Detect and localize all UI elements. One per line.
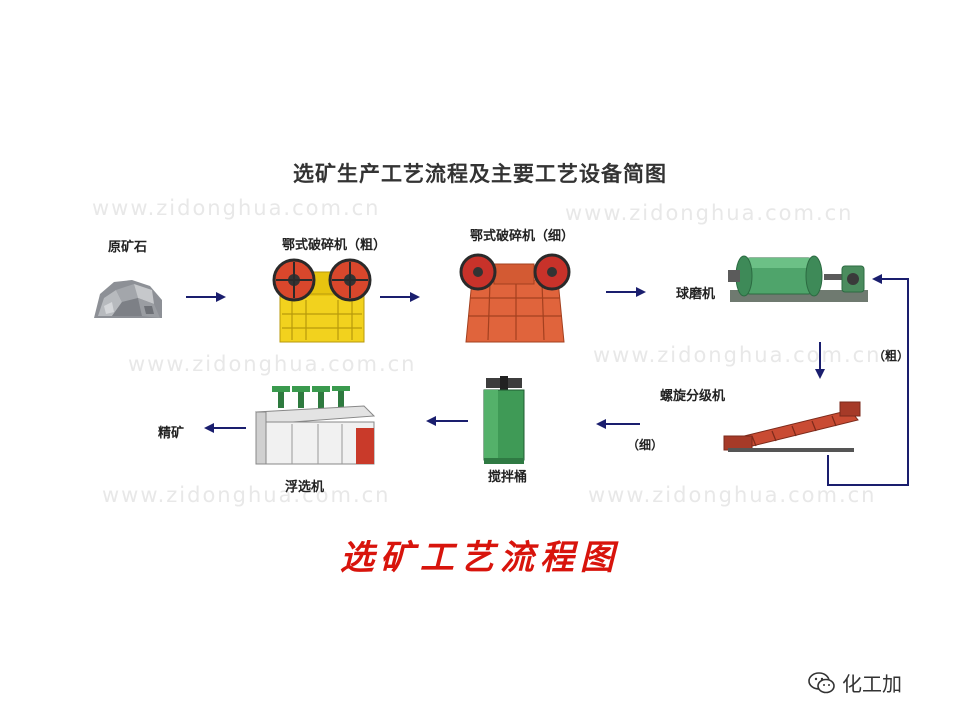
wechat-account-name: 化工加 (842, 672, 902, 696)
watermark: www.zidonghua.com.cn (593, 343, 882, 367)
return-loop-line (827, 274, 909, 486)
watermark: www.zidonghua.com.cn (588, 483, 877, 507)
spiral-classifier-image (723, 401, 861, 452)
jaw-crusher-coarse-label: 鄂式破碎机（粗） (282, 238, 387, 253)
raw-ore-image (94, 280, 162, 318)
coarse-note: （粗） (873, 349, 910, 363)
diagram-title: 选矿生产工艺流程及主要工艺设备简图 (293, 161, 667, 186)
bottom-title: 选矿工艺流程图 (340, 538, 620, 578)
jaw-crusher-fine-label: 鄂式破碎机（细） (470, 229, 575, 244)
watermark: www.zidonghua.com.cn (128, 352, 417, 376)
watermark: www.zidonghua.com.cn (102, 483, 391, 507)
ball-mill-label: 球磨机 (676, 287, 716, 302)
flotation-label: 浮选机 (285, 480, 325, 495)
agitator-label: 搅拌桶 (488, 470, 528, 485)
watermark: www.zidonghua.com.cn (92, 196, 381, 220)
jaw-crusher-fine-image (459, 253, 571, 343)
flotation-machine-image (254, 386, 376, 465)
raw-ore-label: 原矿石 (108, 240, 148, 255)
wechat-icon (808, 671, 835, 693)
jaw-crusher-coarse-image (272, 258, 372, 343)
ball-mill-image (728, 255, 868, 302)
agitator-tank-image (483, 376, 525, 464)
spiral-classifier-label: 螺旋分级机 (660, 389, 726, 404)
concentrate-label: 精矿 (158, 426, 185, 441)
wechat-footer: 化工加 (808, 668, 902, 697)
watermark: www.zidonghua.com.cn (565, 201, 854, 225)
fine-note: （细） (627, 438, 664, 452)
